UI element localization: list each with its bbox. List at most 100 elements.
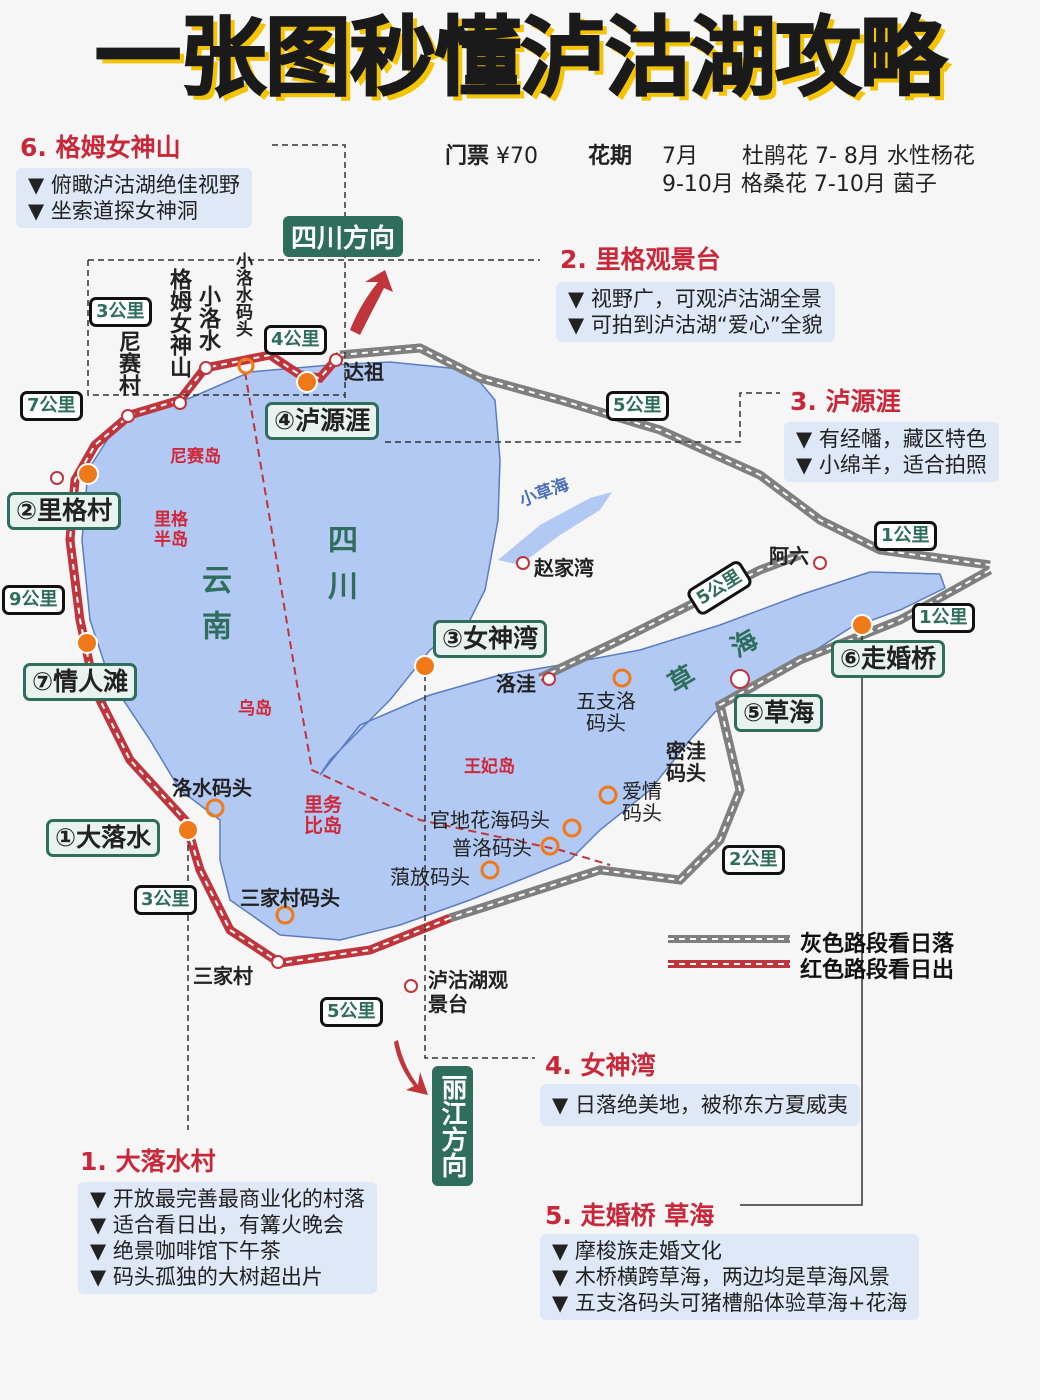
place-gemu: 格姆女神山 [166,268,191,378]
place-guandi: 官地花海码头 [430,808,550,832]
legend-grey: 灰色路段看日落 [800,932,955,957]
section-zouhun-heading: 5. 走婚桥 草海 [545,1201,715,1230]
village-aliu [813,556,827,570]
place-xiaoluoshui: 小洛水 [195,285,220,351]
place-overlook: 泸沽湖观景台 [428,968,508,1016]
distance-badge: 1公里 [874,521,937,551]
spot-qingrentan: ⑦情人滩 [23,663,138,701]
section-luyuanya-card: ▼ 有经幡，藏区特色 ▼ 小绵羊，适合拍照 [784,422,999,482]
village-xiaoluoshui [199,361,213,375]
sichuan-arrow [350,270,393,335]
section-zouhun-item: ▼ 木桥横跨草海，两边均是草海风景 [552,1265,890,1289]
spot-dot-zouhunqiao [851,614,873,636]
village-zhaojiawan [516,556,530,570]
section-daluoshui-item: ▼ 开放最完善最商业化的村落 [90,1187,365,1211]
distance-badge: 3公里 [134,885,197,915]
leader-zouhun [740,625,863,1206]
place-sanjia: 三家村 [193,964,253,988]
distance-badge: 1公里 [912,603,975,633]
spot-dot-nvshenwan [414,655,436,677]
flower-line-1: 7月 杜鹃花 7- 8月 水性杨花 [662,144,975,169]
village-niesai [121,409,135,423]
village-caohai [730,669,750,689]
section-daluoshui-card: ▼ 开放最完善最商业化的村落 ▼ 适合看日出，有篝火晚会 ▼ 绝景咖啡馆下午茶 … [78,1182,377,1294]
section-luyuanya-item: ▼ 有经幡，藏区特色 [796,427,987,451]
spot-dot-luyuanya [296,371,318,393]
place-wuzhiluo: 五支洛码头 [576,689,636,735]
section-zouhun-item: ▼ 五支洛码头可猪槽船体验草海+花海 [552,1291,908,1315]
dock-xiaoluoshui [237,357,255,375]
ticket-label: 门票 [445,144,490,169]
section-daluoshui-item: ▼ 适合看日出，有篝火晚会 [90,1213,344,1237]
page-title: 一张图秒懂泸沽湖攻略 [94,7,947,109]
spot-dot-qingrentan [76,632,98,654]
legend-red: 红色路段看日出 [800,958,955,983]
dock-luoshui [205,798,225,818]
lijiang-arrow [394,1040,428,1095]
section-lige-item: ▼ 可拍到泸沽湖“爱心”全貌 [568,313,823,337]
direction-sichuan: 四川方向 [283,216,404,257]
place-aliu: 阿六 [769,544,809,568]
spot-zouhunqiao: ⑥走婚桥 [831,640,946,678]
water-lige-peninsula: 里格半岛 [154,510,188,550]
spot-dot-lige [77,463,99,485]
spot-caohai: ⑤草海 [734,694,824,732]
section-nvshenwan-card: ▼ 日落绝美地，被称东方夏威夷 [540,1084,860,1126]
place-niesai: 尼赛村 [115,330,140,396]
place-zhaojiawan: 赵家湾 [534,556,594,580]
water-wangfei-island: 王妃岛 [464,757,515,777]
water-liwubi-island: 里务比岛 [304,794,343,837]
village-luowa [542,672,556,686]
place-zhuofang: 蒗放码头 [390,865,470,889]
section-gemu-item: ▼ 坐索道探女神洞 [28,199,198,223]
section-lige-item: ▼ 视野广，可观泸沽湖全景 [568,287,822,311]
distance-badge: 4公里 [264,325,327,355]
place-sanjiadock: 三家村码头 [240,886,340,910]
section-zouhun-item: ▼ 摩梭族走婚文化 [552,1239,722,1263]
ticket-info: 门票 ¥70 [445,138,538,170]
village-dazu [329,353,343,367]
water-wu-island: 乌岛 [238,699,272,719]
section-nvshenwan-heading: 4. 女神湾 [545,1051,656,1080]
distance-badge: 9公里 [2,585,65,615]
section-daluoshui-item: ▼ 码头孤独的大树超出片 [90,1265,323,1289]
village-overlook [404,979,418,993]
village-lige-top [50,471,64,485]
dock-zhuofang [480,860,500,880]
province-sichuan: 四川 [322,524,357,616]
section-luyuanya-heading: 3. 泸源涯 [790,387,901,416]
village-sanjia [271,955,285,969]
spot-nvshenwan: ③女神湾 [433,620,548,658]
dock-aiqing [598,785,618,805]
section-luyuanya-item: ▼ 小绵羊，适合拍照 [796,453,987,477]
place-puluo: 普洛码头 [452,836,532,860]
spot-dot-daluoshui [177,819,199,841]
place-luoshuidock: 洛水码头 [172,776,252,800]
distance-badge: 3公里 [89,297,152,327]
xiaocaohai [498,492,612,565]
dock-wuzhiluo [612,668,632,688]
distance-badge: 5公里 [320,997,383,1027]
place-xlsdock: 小洛水码头 [232,252,252,337]
province-yunnan: 云南 [196,564,231,656]
section-zouhun-card: ▼ 摩梭族走婚文化 ▼ 木桥横跨草海，两边均是草海风景 ▼ 五支洛码头可猪槽船体… [540,1234,920,1320]
lugu-lake [81,361,946,941]
distance-badge: 7公里 [20,391,83,421]
distance-badge: 2公里 [722,845,785,875]
spot-lige: ②里格村 [7,492,122,530]
section-gemu-item: ▼ 俯瞰泸沽湖绝佳视野 [28,173,240,197]
dock-puluo [540,836,560,856]
water-niesai-island: 尼赛岛 [170,447,221,467]
section-gemu-card: ▼ 俯瞰泸沽湖绝佳视野 ▼ 坐索道探女神洞 [16,168,252,228]
village-gemu [173,396,187,410]
spot-luyuanya: ④泸源涯 [265,402,380,440]
flower-line-2: 9-10月 格桑花 7-10月 菌子 [662,172,937,197]
section-lige-heading: 2. 里格观景台 [560,245,721,274]
section-nvshenwan-item: ▼ 日落绝美地，被称东方夏威夷 [552,1093,848,1117]
section-daluoshui-item: ▼ 绝景咖啡馆下午茶 [90,1239,281,1263]
section-daluoshui-heading: 1. 大落水村 [80,1147,216,1176]
leader-lige [87,259,540,396]
distance-badge: 5公里 [606,391,669,421]
section-gemu-heading: 6. 格姆女神山 [20,133,181,162]
place-luowa: 洛洼 [496,672,536,696]
